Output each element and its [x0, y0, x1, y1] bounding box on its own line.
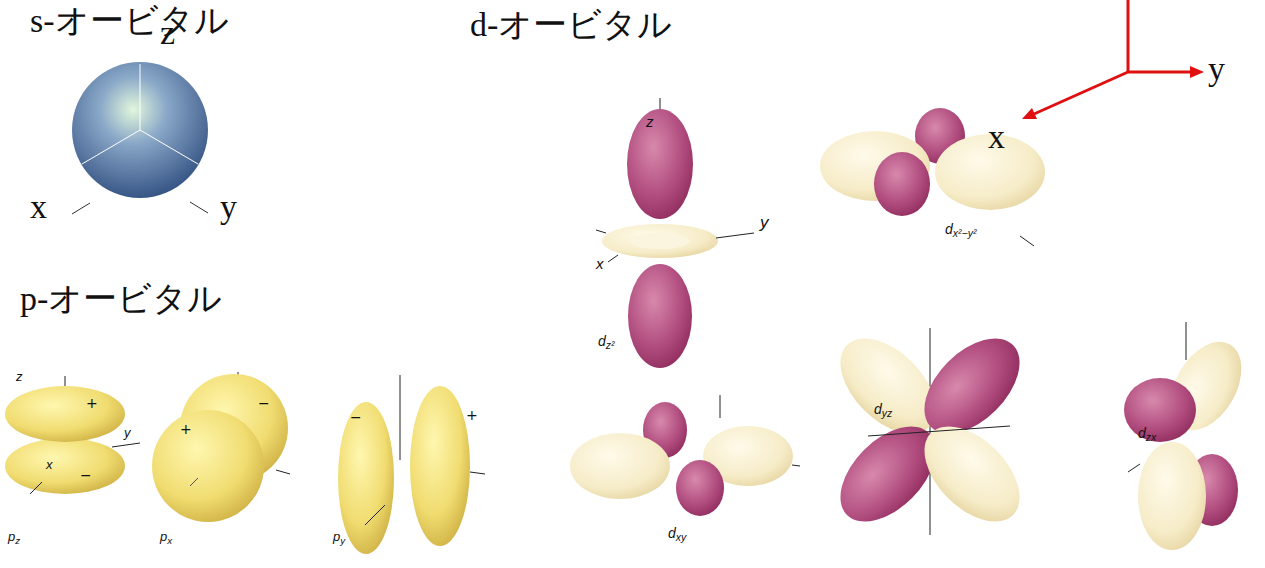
section-title: d-オービタル: [470, 6, 672, 43]
dxy-orbital-part: [720, 395, 721, 418]
dz2-orbital: [596, 98, 754, 368]
axis-label: y: [124, 426, 131, 440]
reference-axes-part: [1127, 0, 1130, 72]
dzx-orbital-part: [1186, 322, 1187, 360]
section-title: p-オービタル: [20, 280, 222, 317]
dx2y2-orbital-part: [1020, 236, 1034, 246]
orbital-name: dzx: [1138, 426, 1156, 441]
py-orbital-part: [365, 505, 385, 525]
axis-label: y: [1208, 50, 1225, 87]
px-orbital-part: [190, 478, 198, 486]
dx2y2-orbital-part: [874, 152, 930, 216]
py-orbital-part: [410, 386, 470, 546]
s-orbital-part: [72, 203, 90, 214]
orbital-name: dz²: [598, 334, 615, 349]
pz-orbital: [5, 376, 140, 494]
axis-label: z: [646, 114, 654, 131]
s-orbital-part: [72, 62, 208, 198]
axis-label: z: [160, 14, 175, 51]
axis-label: y: [760, 214, 769, 233]
dz2-orbital-part: [627, 109, 693, 219]
s-orbital-part: [140, 64, 141, 130]
orbital-subscript: zx: [1146, 431, 1157, 443]
orbital-subscript: x: [167, 535, 172, 546]
dz2-orbital-part: [602, 224, 718, 258]
dxy-orbital-part: [792, 465, 800, 466]
axis-label: x: [596, 256, 604, 273]
orbital-name: px: [160, 530, 172, 544]
orbital-subscript: x²−y²: [953, 227, 977, 239]
reference-axes: [1022, 0, 1204, 119]
axis-label: x: [988, 118, 1005, 155]
orbital-name: dx²−y²: [945, 222, 976, 237]
dxy-orbital-part: [676, 460, 724, 516]
axis-label: x: [46, 458, 53, 472]
dz2-orbital-part: [608, 255, 618, 262]
reference-axes-part: [1190, 66, 1204, 78]
pz-orbital-part: [112, 443, 140, 447]
orbital-name: py: [333, 530, 345, 544]
pz-orbital-part: [5, 386, 125, 442]
phase-sign: +: [466, 408, 478, 423]
orbital-subscript: z²: [606, 339, 615, 351]
dxy-orbital-part: [570, 433, 670, 499]
orbital-subscript: y: [340, 535, 345, 546]
s-orbital-part: [140, 130, 198, 164]
py-orbital: [338, 375, 485, 554]
pz-orbital-part: [30, 482, 42, 494]
py-orbital-part: [338, 402, 394, 554]
phase-sign: +: [180, 422, 192, 437]
dz2-orbital-part: [716, 233, 754, 238]
reference-axes-part: [1128, 71, 1192, 74]
phase-sign: −: [258, 396, 270, 411]
orbital-subscript: yz: [882, 407, 893, 419]
pz-orbital-part: [5, 438, 125, 494]
axis-label: x: [30, 188, 47, 225]
dz2-orbital-part: [628, 264, 692, 368]
reference-axes-part: [1034, 72, 1128, 114]
px-orbital-part: [276, 470, 290, 474]
dzx-orbital: [1124, 322, 1256, 550]
py-orbital-part: [400, 375, 401, 460]
reference-axes-part: [1022, 108, 1037, 119]
dzx-orbital-part: [1124, 378, 1196, 442]
section-title: s-オービタル: [30, 2, 229, 39]
s-orbital-part: [190, 202, 208, 213]
orbital-name: dxy: [668, 526, 686, 541]
px-orbital: [152, 372, 290, 522]
py-orbital-part: [470, 472, 485, 474]
orbital-name: pz: [8, 530, 20, 544]
phase-sign: +: [86, 396, 98, 411]
dz2-orbital-part: [630, 233, 690, 249]
dzx-orbital-part: [1128, 464, 1140, 472]
orbital-subscript: z: [15, 535, 20, 546]
dz2-orbital-part: [596, 230, 606, 233]
px-orbital-part: [152, 410, 264, 522]
axis-label: z: [16, 370, 23, 384]
dzx-orbital-part: [1138, 442, 1206, 550]
axis-label: y: [220, 188, 237, 225]
dyz-orbital-part: [868, 426, 1010, 436]
orbital-subscript: xy: [676, 531, 687, 543]
phase-sign: −: [350, 410, 362, 425]
dxy-orbital: [570, 395, 800, 516]
orbital-name: dyz: [874, 402, 892, 417]
s-orbital: [72, 62, 208, 214]
phase-sign: −: [80, 468, 92, 483]
s-orbital-part: [82, 130, 140, 164]
dx2y2-orbital: [820, 108, 1045, 246]
dyz-orbital: [823, 321, 1037, 539]
